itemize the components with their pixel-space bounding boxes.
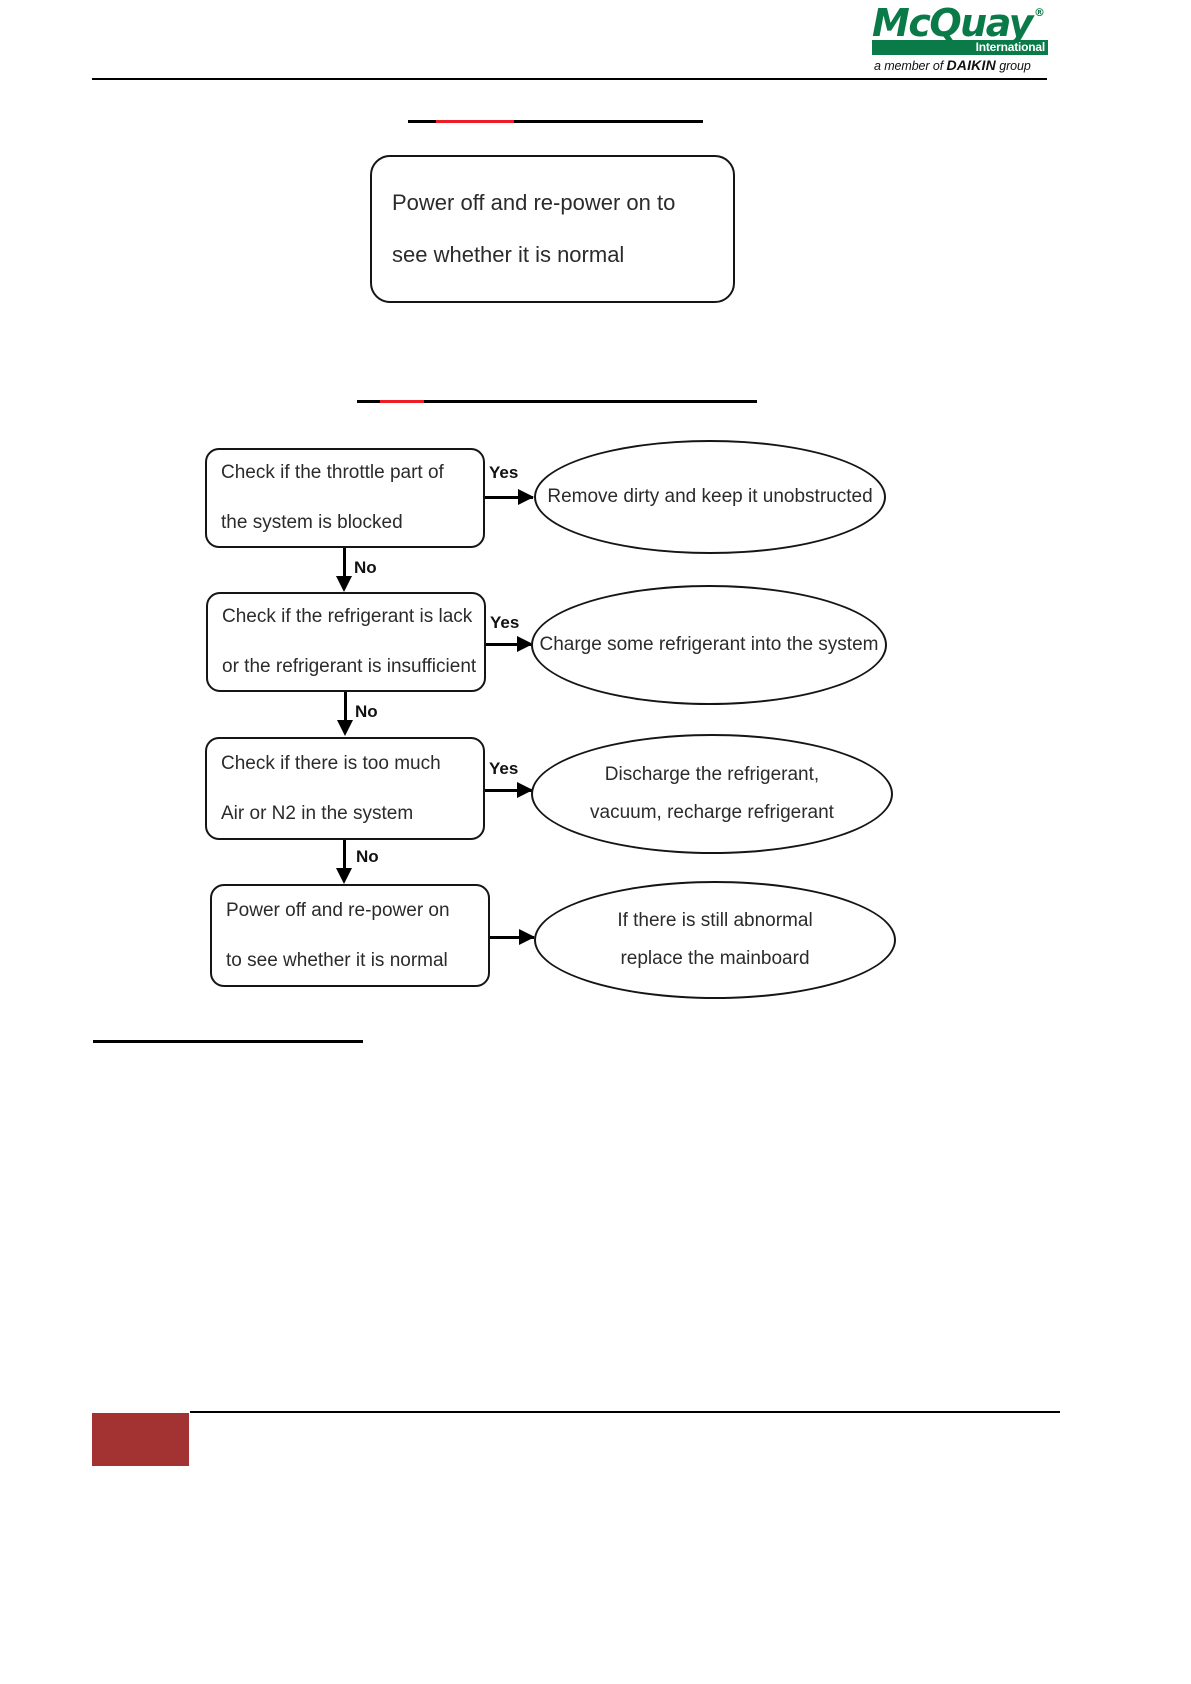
flow-no-arrow-1	[336, 548, 352, 592]
section-rule-red-segment	[436, 120, 514, 123]
section-rule-red-segment	[380, 400, 424, 403]
arrow-head-icon	[517, 636, 533, 652]
flow-yes-arrow-1	[485, 489, 534, 505]
flow-no-arrow-2	[337, 692, 353, 736]
flow-condition-box-3-line-2: Air or N2 in the system	[221, 802, 414, 824]
flow-action-ellipse-4-line-1: If there is still abnormal	[617, 910, 813, 931]
tagline-brand: DAIKIN	[946, 57, 996, 73]
flow-action-ellipse-4: If there is still abnormal replace the m…	[534, 881, 896, 999]
flow-action-ellipse-3-line-1: Discharge the refrigerant,	[604, 764, 820, 785]
flow-edge-label-yes-1: Yes	[489, 463, 519, 482]
mcquay-logo: McQuay ® International a member of DAIKI…	[872, 1, 1048, 73]
logo-international-label: International	[975, 40, 1046, 54]
flow-arrow-4	[490, 929, 535, 945]
section-rule-top	[408, 120, 703, 123]
footer-divider	[190, 1411, 1060, 1413]
flow-action-ellipse-3: Discharge the refrigerant, vacuum, recha…	[531, 734, 893, 854]
flow-yes-arrow-2	[486, 636, 533, 652]
top-process-box-line-1: Power off and re-power on to	[392, 190, 676, 215]
section-rule-middle	[357, 400, 757, 403]
logo-wordmark: McQuay	[872, 1, 1033, 45]
flow-yes-arrow-3	[485, 782, 533, 798]
flow-edge-label-no-2: No	[355, 702, 378, 721]
registered-trademark-icon: ®	[1034, 6, 1045, 19]
flow-action-ellipse-4-line-2: replace the mainboard	[620, 948, 810, 969]
flow-edge-label-yes-3: Yes	[489, 759, 519, 778]
arrow-head-icon	[517, 782, 533, 798]
flow-condition-box-2: Check if the refrigerant is lack or the …	[206, 592, 486, 692]
logo-green-bar	[872, 40, 1048, 55]
arrow-head-icon	[336, 576, 352, 592]
flow-action-ellipse-2-line-1: Charge some refrigerant into the system	[539, 634, 879, 655]
flow-no-arrow-3	[336, 840, 352, 884]
flow-condition-box-3: Check if there is too much Air or N2 in …	[205, 737, 485, 840]
arrow-head-icon	[518, 489, 534, 505]
flow-condition-box-4: Power off and re-power on to see whether…	[210, 884, 490, 987]
flow-condition-box-1-line-1: Check if the throttle part of	[221, 462, 444, 483]
arrow-head-icon	[519, 929, 535, 945]
section-rule-bottom	[93, 1040, 363, 1043]
header-divider	[92, 78, 1047, 80]
arrow-head-icon	[337, 720, 353, 736]
flow-condition-box-4-line-2: to see whether it is normal	[226, 949, 448, 971]
top-process-box-line-2: see whether it is normal	[392, 242, 625, 267]
tagline-prefix: a member of	[874, 59, 947, 73]
flow-condition-box-3-line-1: Check if there is too much	[221, 752, 441, 774]
flow-condition-box-2-line-2: or the refrigerant is insufficient	[222, 656, 477, 677]
tagline-suffix: group	[995, 59, 1031, 73]
flow-action-ellipse-2: Charge some refrigerant into the system	[531, 585, 887, 705]
flow-condition-box-4-line-1: Power off and re-power on	[226, 899, 450, 921]
flow-edge-label-no-1: No	[354, 558, 377, 577]
flow-edge-label-no-3: No	[356, 847, 379, 866]
flow-edge-label-yes-2: Yes	[490, 613, 520, 632]
flow-action-ellipse-1-line-1: Remove dirty and keep it unobstructed	[547, 486, 873, 507]
top-process-box: Power off and re-power on to see whether…	[370, 155, 735, 303]
logo-daikin-tagline: a member of DAIKIN group	[874, 57, 1031, 73]
flow-action-ellipse-1: Remove dirty and keep it unobstructed	[534, 440, 886, 554]
flow-condition-box-1: Check if the throttle part of the system…	[205, 448, 485, 548]
footer-color-swatch	[92, 1413, 189, 1466]
flow-action-ellipse-3-line-2: vacuum, recharge refrigerant	[590, 802, 834, 823]
arrow-head-icon	[336, 868, 352, 884]
flow-condition-box-1-line-2: the system is blocked	[221, 512, 403, 533]
flow-condition-box-2-line-1: Check if the refrigerant is lack	[222, 606, 473, 627]
